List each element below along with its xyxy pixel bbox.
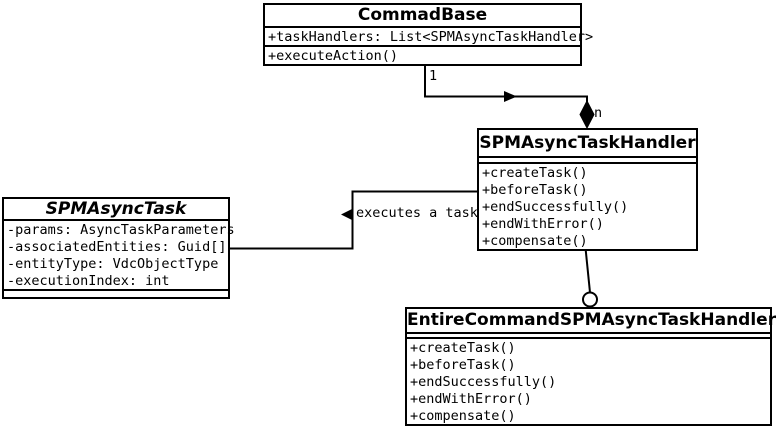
operation-item: +executeAction() (268, 48, 399, 64)
attributes-compartment: -params: AsyncTaskParameters -associated… (4, 219, 235, 289)
operations-compartment: +executeAction() (265, 45, 580, 64)
composition-multiplicity-source: 1 (429, 68, 438, 84)
operation-item: +createTask() (482, 165, 588, 181)
attributes-compartment (479, 156, 696, 162)
attribute-item: -entityType: VdcObjectType (7, 256, 219, 272)
operation-item: +beforeTask() (410, 357, 516, 373)
class-name: SPMAsyncTask (45, 199, 187, 219)
class-spmasynctask[interactable]: SPMAsyncTask -params: AsyncTaskParameter… (2, 197, 235, 299)
operation-item: +endSuccessfully() (482, 199, 629, 215)
composition-diamond-icon (579, 99, 595, 130)
operation-item: +beforeTask() (482, 182, 588, 198)
operation-item: +endSuccessfully() (410, 374, 557, 390)
edge-direction-arrowhead-icon (504, 91, 517, 102)
operations-compartment (4, 289, 228, 297)
operations-compartment: +createTask() +beforeTask() +endSuccessf… (407, 337, 770, 424)
operation-item: +endWithError() (410, 391, 532, 407)
attributes-compartment: +taskHandlers: List<SPMAsyncTaskHandler> (265, 26, 594, 45)
attribute-item: +taskHandlers: List<SPMAsyncTaskHandler> (268, 29, 594, 45)
class-name: EntireCommandSPMAsyncTaskHandler (407, 310, 776, 330)
attributes-compartment (407, 332, 770, 337)
operation-item: +createTask() (410, 340, 516, 356)
class-commadbase[interactable]: CommadBase +taskHandlers: List<SPMAsyncT… (263, 3, 594, 66)
attribute-item: -executionIndex: int (7, 273, 170, 289)
class-entirecommandspmasynctaskhandler[interactable]: EntireCommandSPMAsyncTaskHandler +create… (405, 307, 776, 426)
operation-item: +endWithError() (482, 216, 604, 232)
class-name: CommadBase (357, 5, 488, 25)
interface-edge (584, 247, 591, 293)
operations-compartment: +createTask() +beforeTask() +endSuccessf… (479, 162, 696, 249)
association-name-label: executes a task (356, 205, 478, 221)
composition-multiplicity-target: n (594, 105, 603, 121)
interface-circle-icon (582, 291, 598, 308)
association-direction-arrow-icon (341, 208, 353, 221)
attribute-item: -params: AsyncTaskParameters (7, 222, 235, 238)
attribute-item: -associatedEntities: Guid[] (7, 239, 227, 255)
operation-item: +compensate() (482, 233, 588, 249)
operation-item: +compensate() (410, 408, 516, 424)
class-name: SPMAsyncTaskHandler (479, 133, 696, 153)
class-spmasynctaskhandler[interactable]: SPMAsyncTaskHandler +createTask() +befor… (477, 128, 698, 251)
